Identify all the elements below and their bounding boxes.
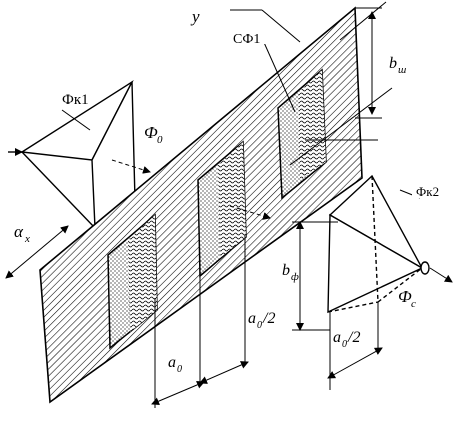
- label-a0-half-1-rest: /2: [262, 310, 275, 327]
- dimension-lines: [5, 1, 453, 408]
- label-sf1: СФ1: [233, 32, 260, 47]
- label-a0-half-2: a: [333, 329, 341, 346]
- label-phi0-sub: 0: [157, 134, 163, 146]
- label-a0-half-2-rest: /2: [347, 329, 360, 346]
- label-phi-c: Ф: [398, 287, 412, 306]
- label-a0-half-2-sub: 0: [342, 339, 347, 350]
- label-b-phi-sub: ф: [291, 271, 299, 283]
- label-b-sh: b: [389, 55, 397, 72]
- label-phi0: Ф: [144, 123, 158, 142]
- label-fk1: Фк1: [62, 92, 89, 108]
- label-fk2: Фк2: [416, 184, 439, 199]
- label-b-phi: b: [282, 262, 290, 279]
- label-a0: a: [168, 354, 176, 371]
- label-y-axis: y: [190, 7, 200, 26]
- collimator-fk2: [327, 174, 430, 314]
- label-b-sh-sub: ш: [398, 64, 406, 76]
- label-a0-half-1: a: [248, 310, 256, 327]
- label-a0-half-1-sub: 0: [257, 320, 262, 331]
- label-alpha-x: α: [14, 222, 24, 241]
- window-1: [107, 213, 158, 350]
- label-a0-sub: 0: [177, 364, 182, 375]
- labels: y СФ1 b ш Фк1 Фк2 Ф 0 α x b ф Ф с a 0 /2…: [14, 7, 448, 375]
- label-alpha-x-sub: x: [24, 233, 30, 245]
- label-phi-c-sub: с: [411, 298, 416, 310]
- window-2: [197, 140, 247, 278]
